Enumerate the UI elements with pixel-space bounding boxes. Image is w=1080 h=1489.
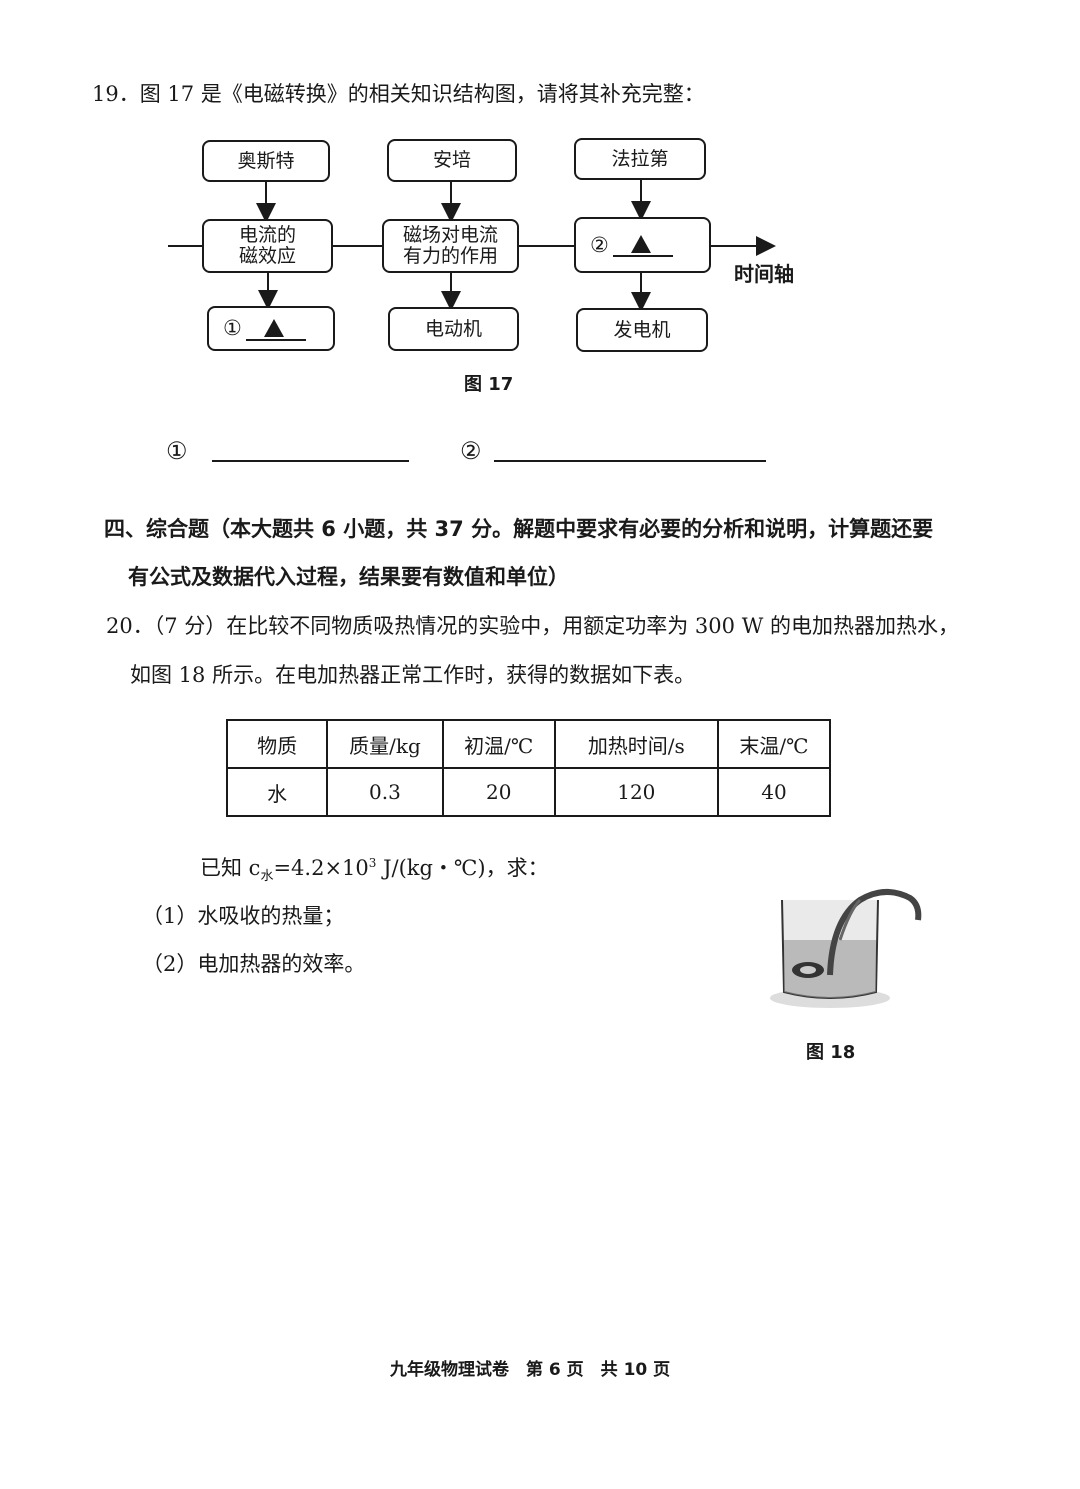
blank-2-line: [612, 233, 673, 257]
table-header-cell: 物质: [225, 719, 329, 769]
figure-18-caption: 图 18: [806, 1042, 856, 1063]
table-header-row: 物质 质量/kg 初温/℃ 加热时间/s 末温/℃: [225, 719, 832, 769]
answer-2-mark: ②: [460, 437, 482, 465]
box-oersted: 奥斯特: [202, 140, 330, 182]
box-force-on-current: 磁场对电流 有力的作用: [382, 219, 519, 273]
box-oersted-label: 奥斯特: [237, 149, 295, 172]
triangle-icon: [630, 235, 651, 253]
answer-1-mark: ①: [166, 437, 188, 465]
known-prefix: 已知 c: [200, 856, 261, 880]
blank-1-mark: ①: [223, 316, 242, 340]
table-cell: 20: [441, 767, 556, 817]
box-blank-1: ①: [207, 306, 335, 351]
box-generator-label: 发电机: [613, 318, 671, 341]
box-blank-2: ②: [574, 217, 711, 273]
figure-17-caption: 图 17: [464, 374, 514, 395]
table-row: 水 0.3 20 120 40: [225, 767, 832, 817]
table-header-cell: 加热时间/s: [553, 719, 719, 769]
blank-1-line: [245, 317, 306, 341]
table-header-cell: 末温/℃: [716, 719, 832, 769]
box-ampere-label: 安培: [432, 149, 471, 171]
box-magnetic-effect-line2: 磁效应: [238, 245, 296, 267]
known-suffix: J/(kg・℃)，求：: [376, 856, 549, 880]
time-axis-label: 时间轴: [734, 262, 794, 286]
triangle-icon: [263, 318, 284, 337]
knowledge-structure-diagram: [168, 180, 776, 312]
section4-heading-line1: 四、综合题（本大题共 6 小题，共 37 分。解题中要求有必要的分析和说明，计算…: [104, 517, 934, 541]
box-motor: 电动机: [388, 307, 519, 351]
answer-2-blank[interactable]: [494, 460, 766, 462]
q20-sub1: （1）水吸收的热量；: [142, 904, 345, 928]
known-exponent: 3: [368, 856, 377, 870]
box-ampere: 安培: [387, 139, 517, 182]
box-faraday: 法拉第: [574, 138, 706, 180]
known-condition: 已知 c水=4.2×103 J/(kg・℃)，求：: [200, 852, 549, 884]
box-motor-label: 电动机: [424, 317, 482, 340]
table-cell: 水: [225, 767, 329, 817]
table-header-cell: 质量/kg: [326, 719, 444, 769]
box-magnetic-effect: 电流的 磁效应: [202, 219, 333, 273]
q19-text: 19．图 17 是《电磁转换》的相关知识结构图，请将其补充完整：: [92, 82, 705, 106]
box-faraday-label: 法拉第: [611, 147, 669, 170]
data-table: 物质 质量/kg 初温/℃ 加热时间/s 末温/℃ 水 0.3 20 120 4…: [225, 719, 832, 817]
table-cell: 40: [716, 767, 832, 817]
box-force-line1: 磁场对电流: [402, 224, 498, 246]
blank-2-mark: ②: [590, 232, 609, 257]
page-footer: 九年级物理试卷 第 6 页 共 10 页: [390, 1360, 671, 1380]
known-eq: =4.2×10: [273, 856, 369, 880]
q20-line1: 20．（7 分）在比较不同物质吸热情况的实验中，用额定功率为 300 W 的电加…: [106, 614, 959, 638]
section4-heading-line2: 有公式及数据代入过程，结果要有数值和单位）: [128, 565, 569, 589]
answer-1-blank[interactable]: [212, 460, 409, 462]
beaker-heater-illustration: [770, 889, 922, 1008]
q20-line2: 如图 18 所示。在电加热器正常工作时，获得的数据如下表。: [130, 663, 696, 687]
q20-sub2: （2）电加热器的效率。: [142, 952, 366, 976]
box-generator: 发电机: [576, 308, 708, 352]
known-subscript: 水: [260, 869, 274, 885]
table-header-cell: 初温/℃: [441, 719, 556, 769]
box-force-line2: 有力的作用: [402, 245, 498, 267]
table-cell: 0.3: [326, 767, 444, 817]
box-magnetic-effect-line1: 电流的: [238, 224, 296, 246]
table-cell: 120: [553, 767, 719, 817]
